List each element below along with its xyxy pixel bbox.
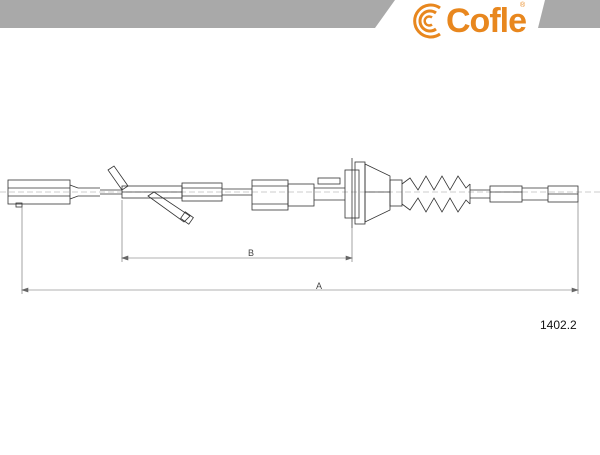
mounting-bracket <box>107 165 194 225</box>
dimension-b-label: B <box>248 248 254 258</box>
adjuster-barrel <box>251 177 345 211</box>
right-end-sleeve <box>489 185 579 203</box>
dimension-a-label: A <box>316 281 322 291</box>
left-end-fitting <box>7 179 100 208</box>
conduit-sleeve <box>121 182 252 202</box>
registered-mark: ® <box>520 2 526 9</box>
dimension-b <box>121 200 353 262</box>
brand-logo-text: Cofle <box>446 2 527 40</box>
cofle-logo-mark-icon <box>408 3 442 39</box>
inner-wire-left <box>100 189 122 195</box>
dimension-a <box>21 202 579 294</box>
header-banner-right <box>538 0 600 28</box>
part-number: 1402.2 <box>540 318 577 332</box>
rubber-boot <box>401 175 490 213</box>
central-flange <box>344 158 403 228</box>
header-banner-left <box>0 0 395 28</box>
